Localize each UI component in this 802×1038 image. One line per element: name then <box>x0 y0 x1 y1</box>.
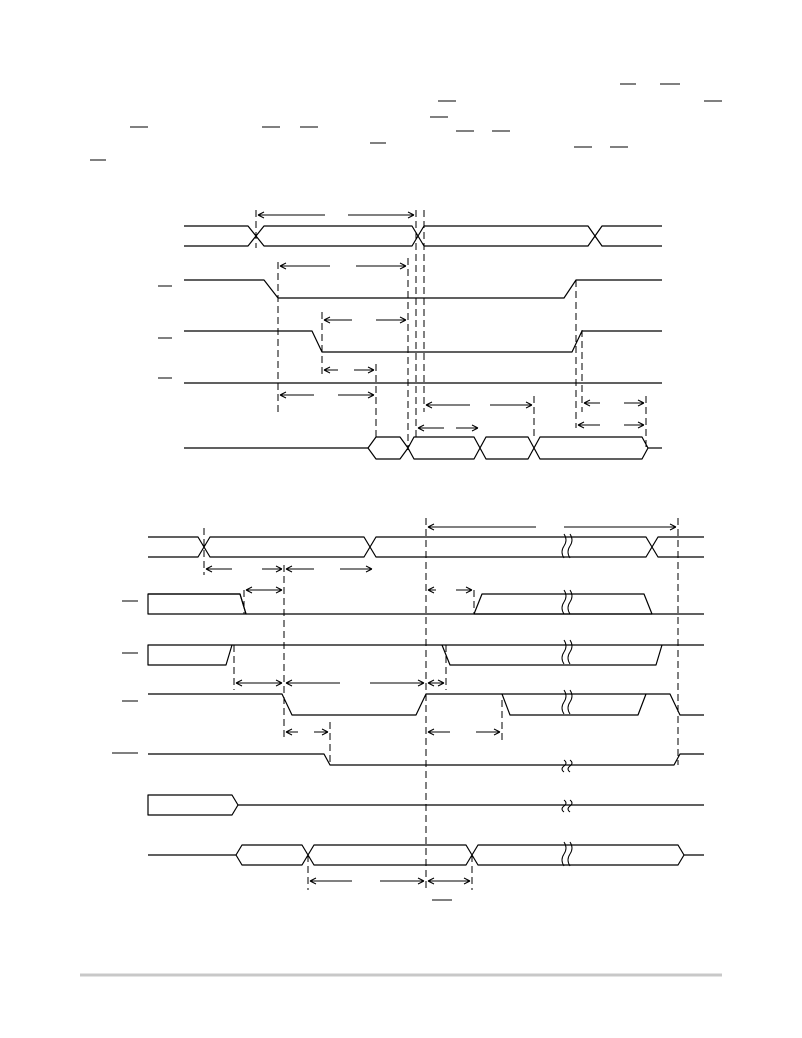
write-output-enable-waveform <box>122 644 704 666</box>
output-enable-waveform <box>158 330 662 353</box>
write-reference-lines <box>203 518 679 892</box>
break-marks <box>561 533 573 867</box>
timing-arrows <box>257 211 645 432</box>
write-chip-enable-waveform <box>122 593 704 615</box>
write-status-waveform <box>112 752 704 766</box>
write-enable-waveform-2 <box>122 693 704 716</box>
read-cycle-figure <box>158 210 662 460</box>
description-overbars <box>90 83 722 161</box>
chip-enable-waveform <box>158 279 662 299</box>
write-data-in-waveform <box>147 794 704 816</box>
reference-lines <box>255 210 647 450</box>
data-out-waveform <box>184 436 662 460</box>
write-timing-arrows <box>205 523 677 901</box>
write-address-waveform <box>148 536 704 558</box>
write-cycle-figure <box>112 518 704 901</box>
write-enable-waveform <box>158 377 662 384</box>
